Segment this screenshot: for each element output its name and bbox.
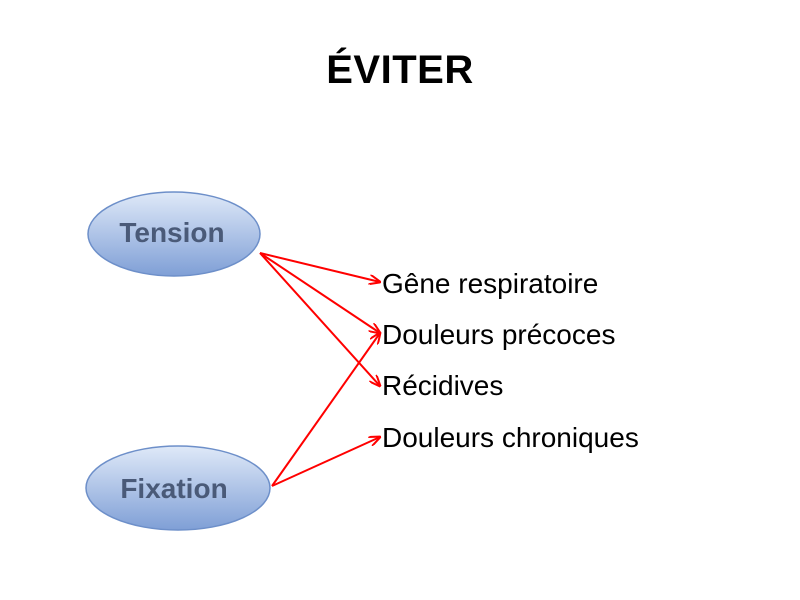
tension-label: Tension (119, 217, 224, 248)
arrow-tension-to-recidives (259, 252, 380, 386)
cause-node-tension: Tension (87, 191, 261, 277)
tension-ellipse (87, 191, 261, 277)
arrow-tension-to-gene (259, 252, 380, 282)
cause-node-fixation: Fixation (85, 445, 271, 531)
outcome-recidives: Récidives (382, 370, 503, 401)
slide-title: ÉVITER (326, 48, 474, 92)
fixation-ellipse (85, 445, 271, 531)
link-arrows (259, 252, 380, 487)
arrow-fixation-to-douleurs_precoces (271, 333, 380, 487)
outcome-douleurs-precoces: Douleurs précoces (382, 319, 615, 350)
outcome-gene-respiratoire: Gêne respiratoire (382, 268, 598, 299)
fixation-label: Fixation (120, 473, 227, 504)
outcome-douleurs-chroniques: Douleurs chroniques (382, 422, 639, 453)
arrow-tension-to-douleurs_precoces (259, 252, 380, 333)
arrow-fixation-to-douleurs_chroniques (271, 437, 380, 487)
